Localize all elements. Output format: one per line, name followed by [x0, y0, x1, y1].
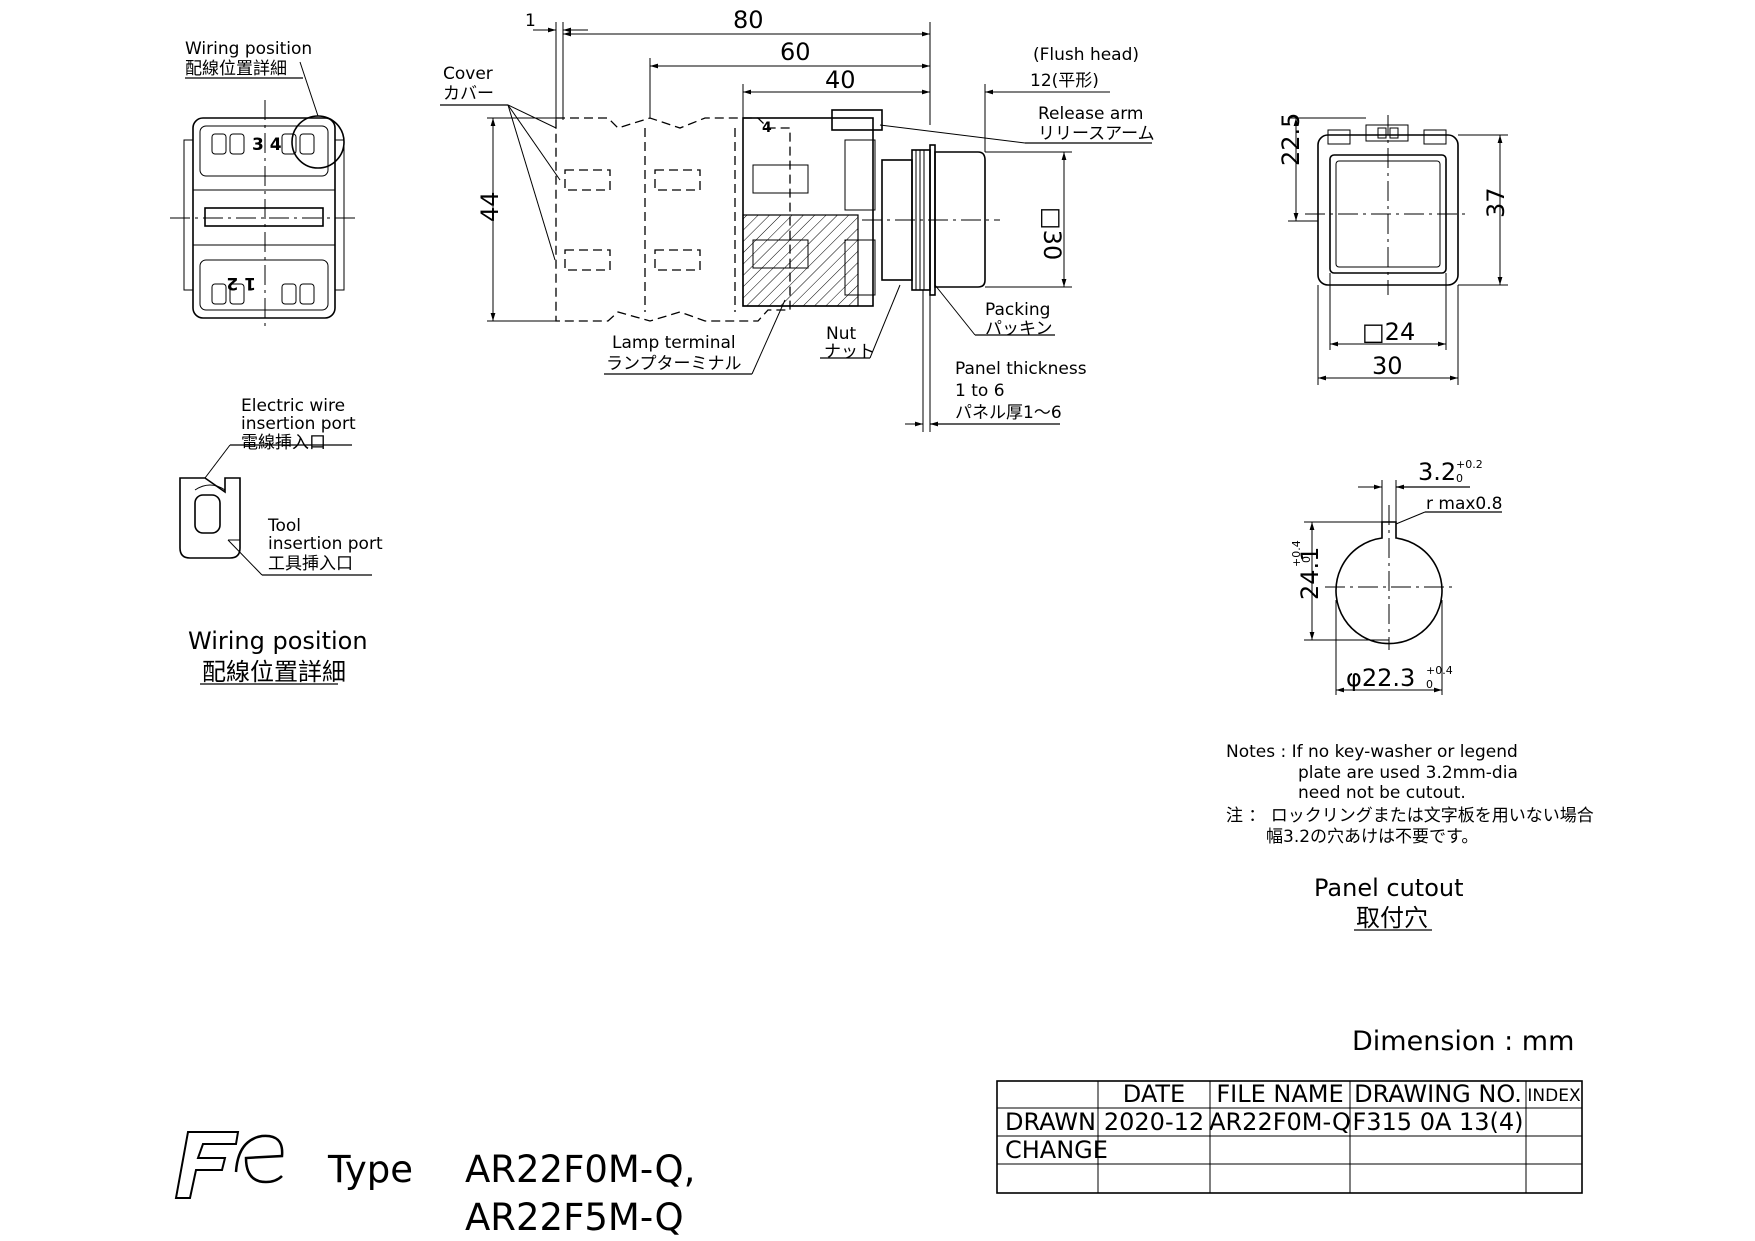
wiring-port-detail: Electric wire insertion port 電線挿入口 Tool … — [179, 396, 383, 686]
tol-22-3-upper: +0.4 — [1426, 664, 1453, 677]
panel-cutout: 3.2 +0.2 0 r max0.8 24.1 +0.4 0 φ22.3 +0… — [1226, 458, 1594, 932]
tol-3-2-upper: +0.2 — [1456, 458, 1483, 471]
tool-port-ja: 工具挿入口 — [268, 554, 353, 574]
wire-port-ja: 電線挿入口 — [241, 433, 326, 453]
model-1: AR22F0M-Q, — [465, 1148, 695, 1191]
flush-head: (Flush head) — [1033, 45, 1139, 65]
tool-port-en2: insertion port — [268, 534, 383, 554]
wiring-title-ja: 配線位置詳細 — [202, 658, 346, 686]
row-change-label: CHANGE — [1005, 1136, 1108, 1164]
packing-ja: パッキン — [985, 319, 1053, 339]
panel-thickness-en2: 1 to 6 — [955, 381, 1005, 401]
lamp-terminal-en: Lamp terminal — [612, 333, 736, 353]
dim-44: 44 — [476, 191, 504, 222]
dim-12: 12(平形) — [1030, 71, 1099, 91]
dim-60: 60 — [780, 38, 811, 66]
dim-24-1: 24.1 — [1296, 547, 1324, 600]
notes-line5: 幅3.2の穴あけは不要です。 — [1266, 827, 1478, 847]
panel-thickness-ja: パネル厚1～6 — [955, 403, 1062, 423]
dim-37: 37 — [1482, 187, 1510, 218]
lamp-terminal-ja: ランプターミナル — [606, 354, 742, 374]
type-label: Type — [327, 1148, 413, 1191]
cover-ja: カバー — [443, 84, 494, 104]
dim-3-2: 3.2 — [1418, 458, 1456, 486]
header-file-name: FILE NAME — [1216, 1080, 1343, 1108]
packing-en: Packing — [985, 300, 1050, 320]
row-drawn-number: F315 0A 13(4) — [1352, 1108, 1523, 1136]
tol-24-1-upper: +0.4 — [1290, 540, 1303, 567]
header-date: DATE — [1123, 1080, 1185, 1108]
side-view: 1 80 60 40 (Flush head) 12(平形) 44 □30 — [440, 6, 1155, 432]
dim-front-30: 30 — [1372, 352, 1403, 380]
notes-line2: plate are used 3.2mm-dia — [1298, 763, 1518, 783]
title-block: DATE FILE NAME DRAWING NO. INDEX DRAWN 2… — [996, 1080, 1583, 1194]
dim-22-3: φ22.3 — [1346, 664, 1415, 692]
dim-1: 1 — [525, 11, 536, 31]
dim-80: 80 — [733, 6, 764, 34]
cover-en: Cover — [443, 64, 493, 84]
tol-3-2-lower: 0 — [1456, 472, 1463, 485]
dimension-unit: Dimension : mm — [1352, 1026, 1574, 1057]
header-index: INDEX — [1527, 1086, 1581, 1106]
row-drawn-file: AR22F0M-Q — [1209, 1108, 1351, 1136]
notes-line4: 注 ： ロックリングまたは文字板を用いない場合 — [1226, 806, 1594, 826]
release-arm-en: Release arm — [1038, 104, 1144, 124]
dim-40: 40 — [825, 66, 856, 94]
wiring-callout-en: Wiring position — [185, 39, 312, 59]
release-arm-ja: リリースアーム — [1038, 124, 1155, 144]
header-drawing-no: DRAWING NO. — [1354, 1080, 1522, 1108]
terminal-label-top: 3 4 — [252, 135, 282, 155]
nut-ja: ナット — [824, 342, 875, 362]
row-drawn-label: DRAWN — [1005, 1108, 1096, 1136]
tol-22-3-lower: 0 — [1426, 678, 1433, 691]
wiring-title-en: Wiring position — [188, 627, 368, 655]
notes-line3: need not be cutout. — [1298, 783, 1466, 803]
tol-24-1-lower: 0 — [1300, 556, 1313, 563]
wire-port-en2: insertion port — [241, 414, 356, 434]
panel-thickness-en1: Panel thickness — [955, 359, 1087, 379]
row-drawn-date: 2020-12 — [1104, 1108, 1204, 1136]
dim-sq24: □24 — [1362, 318, 1415, 346]
model-2: AR22F5M-Q — [465, 1196, 684, 1239]
wire-port-en1: Electric wire — [241, 396, 345, 416]
wiring-top-view: 3 4 1 2 Wiring position 配線位置詳細 — [170, 39, 355, 330]
nut-en: Nut — [826, 324, 856, 344]
r-max: r max0.8 — [1426, 494, 1502, 514]
front-view: 22.5 37 □24 30 — [1277, 113, 1510, 385]
dim-22-5: 22.5 — [1277, 113, 1305, 166]
cutout-title-ja: 取付穴 — [1356, 904, 1428, 932]
notes-line1: Notes : If no key-washer or legend — [1226, 742, 1518, 762]
dim-sq30: □30 — [1038, 207, 1066, 260]
terminal-label-bottom: 1 2 — [226, 273, 256, 293]
cutout-title-en: Panel cutout — [1314, 874, 1464, 902]
tool-port-en1: Tool — [267, 516, 301, 536]
terminal-mark: 4 — [762, 120, 772, 136]
wiring-callout-ja: 配線位置詳細 — [185, 59, 287, 79]
fe-logo-icon — [174, 1131, 284, 1199]
